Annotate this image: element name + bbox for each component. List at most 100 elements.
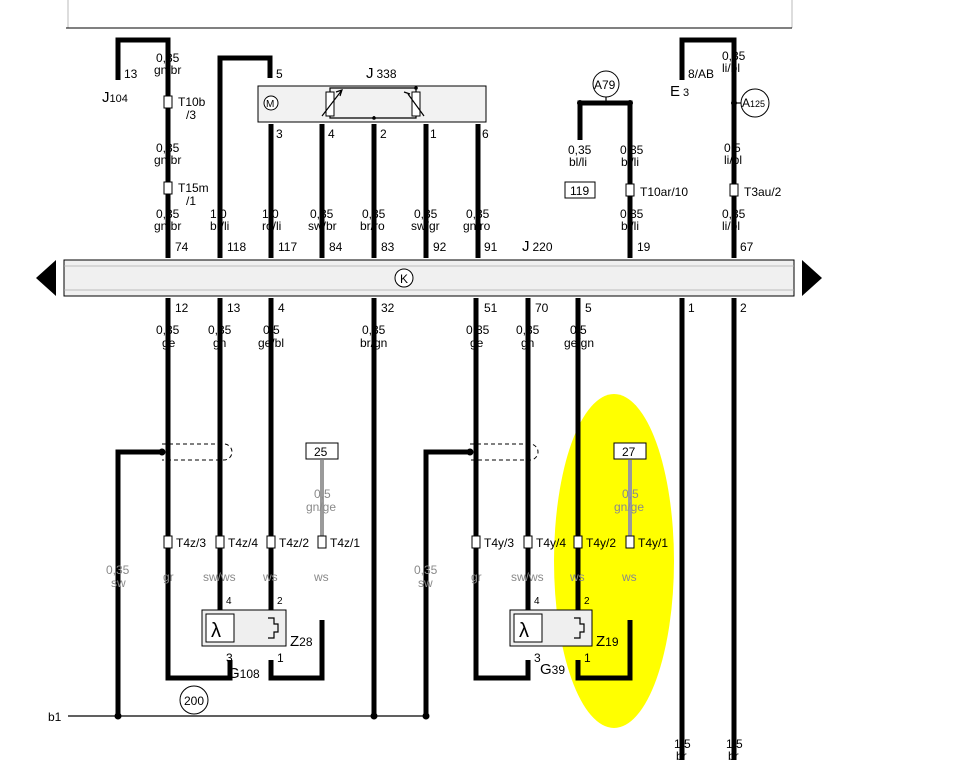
- circle-200: 200: [184, 694, 204, 708]
- j220-pin: 12: [175, 301, 189, 315]
- wire-label-color: li/bl: [722, 61, 740, 75]
- g39-sensor-group: 0,35 sw 27 0,5 gn/ge T4y/3 T4y/4 T4y/2 T…: [414, 298, 668, 718]
- wire-label-size: 0,35: [568, 143, 592, 157]
- wire-label-size: 0,5: [724, 141, 741, 155]
- connector-t10b: T10b /3: [163, 95, 206, 122]
- page-frame: [66, 0, 793, 29]
- j104-wire: 13 J104: [102, 37, 171, 258]
- wire-label-size: 1,0: [262, 207, 279, 221]
- wire-label-color: br/ro: [360, 219, 385, 233]
- wire-label-size: 0,35: [156, 207, 180, 221]
- sensor-pin: 3: [534, 651, 541, 665]
- wire-label-size: 0,35: [620, 207, 644, 221]
- sensor-pin: 1: [277, 651, 284, 665]
- e3-pin: 8/AB: [688, 67, 714, 81]
- wire-label-color: br: [728, 749, 739, 760]
- z19-label: Z19: [596, 633, 619, 650]
- connector-t15m: T15m /1: [163, 181, 209, 208]
- g39-label: G39: [540, 661, 565, 678]
- wire-label-color: gn/br: [154, 219, 181, 233]
- j220-pin: 70: [535, 301, 549, 315]
- lambda-icon: λ: [211, 620, 221, 642]
- j104-label: J104: [102, 89, 128, 106]
- j220-pin: 83: [381, 240, 395, 254]
- t4z3-label: T4z/3: [176, 536, 206, 550]
- sensor-pin: 4: [226, 596, 232, 607]
- wire-label-color: sw: [111, 576, 126, 590]
- j338-pin: 3: [276, 127, 283, 141]
- j220-pin: 91: [484, 240, 498, 254]
- j220-pin: 2: [740, 301, 747, 315]
- t4y2-label: T4y/2: [586, 536, 616, 550]
- j220-control-unit-bar: K: [36, 259, 822, 297]
- wire-ge-right: [473, 298, 531, 681]
- wire-label-size: 0,35: [310, 207, 334, 221]
- box-119: 119: [570, 184, 589, 198]
- wire-label-size: 0,35: [156, 141, 180, 155]
- sensor-pin: 4: [534, 596, 540, 607]
- wire-label-color: sw/gr: [411, 219, 440, 233]
- wire-label-color: bl/li: [569, 155, 587, 169]
- sensor-pin: 2: [277, 596, 283, 607]
- j338-pin: 6: [482, 127, 489, 141]
- j220-pin: 4: [278, 301, 285, 315]
- wire-label-size: 0,35: [414, 207, 438, 221]
- t10b-label: T10b: [178, 95, 206, 109]
- wire-label-size: 0,35: [620, 143, 644, 157]
- box-27: 27: [622, 445, 636, 459]
- wire-label-color: ws: [621, 570, 637, 584]
- wire-label-size: 0,35: [362, 207, 386, 221]
- wire-sw-right: [423, 449, 470, 718]
- g108-label: G108: [228, 665, 260, 682]
- t4z1-label: T4z/1: [330, 536, 360, 550]
- wire-sw-left: [115, 449, 162, 718]
- j338-pin: 5: [276, 67, 283, 81]
- lambda-icon: λ: [519, 620, 529, 642]
- arrow-right-icon: [802, 260, 822, 296]
- a79-group: A79 0,35 bl/li 0,35 bl/li 119 T10ar/10 0…: [564, 70, 688, 258]
- wire-label-size: 0,35: [722, 49, 746, 63]
- wire-label-color: sw/ws: [511, 570, 544, 584]
- j338-pin: 2: [380, 127, 387, 141]
- j220-pin: 5: [585, 301, 592, 315]
- z28-label: Z28: [290, 633, 313, 650]
- wire-label-color: bl/li: [621, 155, 639, 169]
- wire-label-color: sw/br: [308, 219, 337, 233]
- wire-label-color: br: [676, 749, 687, 760]
- box-25: 25: [314, 445, 328, 459]
- wire-label-color: gn/ge: [614, 500, 644, 514]
- b1-ground-rail: b1 200: [48, 685, 430, 724]
- wire-ge-left: [165, 298, 233, 681]
- sensor-pin: 2: [584, 596, 590, 607]
- wire-label-color: sw/ws: [203, 570, 236, 584]
- j220-pin: 118: [227, 240, 246, 254]
- wire-label-color: gn/ge: [306, 500, 336, 514]
- t10ar-label: T10ar/10: [640, 185, 688, 199]
- t4y3-label: T4y/3: [484, 536, 514, 550]
- wire-label-size: 0,35: [414, 563, 438, 577]
- wire-label-size: 0,5: [314, 487, 331, 501]
- j338-pin: 1: [430, 127, 437, 141]
- j338-pin: 4: [328, 127, 335, 141]
- wire-label-color: bl/li: [621, 219, 639, 233]
- wire-label-color: ws: [569, 570, 585, 584]
- t10b-pin-label: /3: [186, 108, 196, 122]
- arrow-left-icon: [36, 260, 56, 296]
- wire-label-color: li/bl: [724, 153, 742, 167]
- sensor-pin: 3: [226, 651, 233, 665]
- g108-sensor-group: 0,35 sw 25 0,5 gn/ge T4z/3 T4z/4 T4z/2 T…: [106, 298, 377, 718]
- wire-label-size: 1,5: [726, 737, 743, 751]
- wire-label-color: gn/ro: [463, 219, 491, 233]
- t4z2-label: T4z/2: [279, 536, 309, 550]
- wire-label-color: ro/li: [262, 219, 281, 233]
- wire-label-color: gr: [163, 570, 174, 584]
- wire-label-size: 0,35: [466, 207, 490, 221]
- wire-label-size: 0,35: [722, 207, 746, 221]
- wire-label-size: 0,35: [106, 563, 130, 577]
- wire-ws-left: [268, 620, 325, 681]
- j104-pin-label: 13: [124, 67, 138, 81]
- t4y4-label: T4y/4: [536, 536, 566, 550]
